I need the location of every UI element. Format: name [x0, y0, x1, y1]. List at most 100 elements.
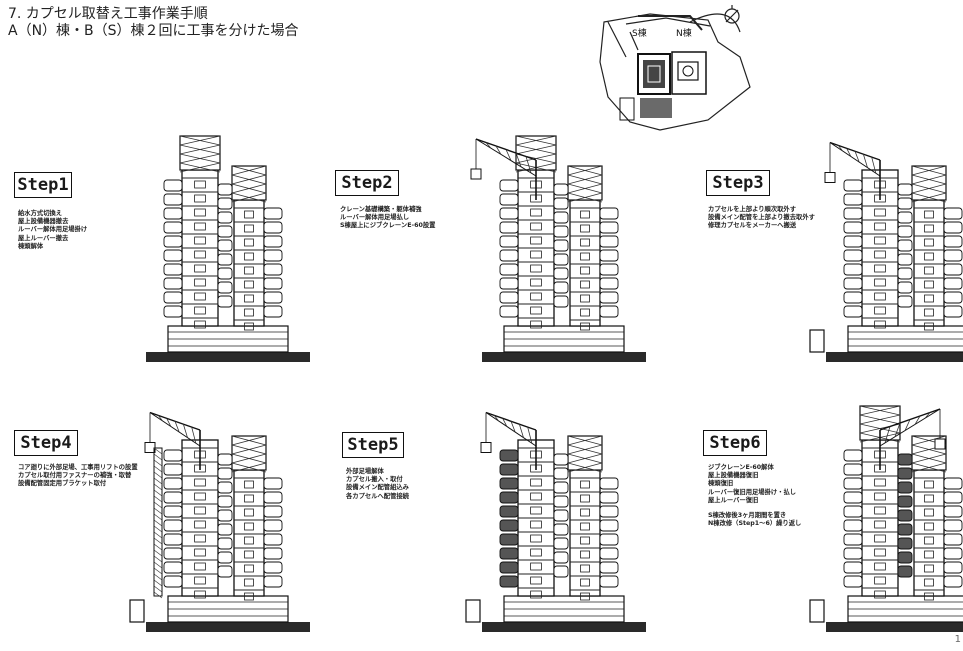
b1-tower-a-roof-brace: [179, 153, 221, 164]
b4-capsule: [217, 565, 233, 578]
note: 設備配管固定用ブラケット取付: [18, 480, 107, 488]
b4-scaffold-brace: [153, 495, 163, 503]
b1-tower-a-roof-brace: [179, 144, 221, 155]
b2-capsule: [599, 263, 619, 276]
b6-tower-b-window: [924, 592, 934, 601]
b5-tower-a-window: [530, 506, 542, 515]
b6-capsule: [897, 467, 913, 480]
b4-capsule: [217, 467, 233, 480]
b2-tower-a-window: [530, 222, 542, 231]
b3-capsule: [897, 197, 913, 210]
b6-tower-b-window: [924, 564, 934, 573]
b5-capsule: [499, 519, 519, 532]
b3-capsule: [843, 277, 863, 290]
b1-capsule: [263, 221, 283, 234]
b2-capsule: [599, 249, 619, 262]
b5-tower-b-roof-brace: [567, 453, 603, 464]
b3-tower-b-window: [924, 252, 934, 261]
b5-tower-b-window: [580, 564, 590, 573]
b6-capsule: [843, 533, 863, 546]
note: 屋上ルーバー撤去: [18, 234, 69, 242]
note: S棟改修後3ヶ月期間を置き: [708, 512, 787, 520]
b6-capsule: [943, 491, 963, 504]
b3-capsule: [897, 211, 913, 224]
b6-crane-hook-load: [934, 438, 946, 450]
b4-scaffold-brace: [153, 513, 163, 521]
b3-capsule: [897, 267, 913, 280]
step6-notes: ジブクレーンE-60解体 屋上設備機器復旧 棟頭復旧 ルーバー復旧用足場掛け・払…: [708, 464, 801, 528]
b6-tower-b-roof-brace: [911, 462, 947, 473]
b6-tower-b-window: [924, 522, 934, 531]
note: カプセルを上部より順次取外す: [708, 206, 797, 213]
b6-tower-a-window: [874, 590, 886, 599]
b3-capsule: [897, 183, 913, 196]
b4-tower-a-window: [194, 576, 206, 585]
b5-capsule: [553, 509, 569, 522]
b4-scaffold-brace: [153, 459, 163, 467]
b5-tower-a-window: [530, 478, 542, 487]
b4-tower-a-window: [194, 478, 206, 487]
b5-capsule: [553, 453, 569, 466]
b5-capsule: [599, 547, 619, 560]
note: 外部足場解体: [346, 468, 384, 475]
b4-tower-b-window: [244, 564, 254, 573]
b3-tower-a-window: [874, 278, 886, 287]
b5-capsule: [553, 523, 569, 536]
step6-label: Step6: [703, 430, 767, 456]
b6-tower-a-window: [874, 548, 886, 557]
b4-capsule: [163, 533, 183, 546]
b6-capsule: [843, 547, 863, 560]
b3-tower-a-window: [874, 236, 886, 245]
b2-capsule: [553, 183, 569, 196]
b4-capsule: [217, 453, 233, 466]
b6-capsule: [943, 575, 963, 588]
b4-scaffold-brace: [153, 537, 163, 545]
b6-lift-cage: [809, 599, 825, 623]
b6-capsule: [943, 561, 963, 574]
b2-capsule: [599, 291, 619, 304]
b3-ground: [826, 352, 963, 362]
b5-capsule: [499, 575, 519, 588]
b1-tower-a-roof-brace: [179, 162, 221, 173]
b2-crane-lattice: [525, 156, 532, 174]
b6-capsule: [897, 523, 913, 536]
b6-tower-b-window: [924, 578, 934, 587]
b1-tower-b-window: [244, 308, 254, 317]
b2-capsule: [599, 277, 619, 290]
b3-capsule: [843, 249, 863, 262]
b6-capsule: [943, 533, 963, 546]
b3-capsule: [897, 253, 913, 266]
b3-capsule: [843, 207, 863, 220]
b3-crane-lattice: [838, 145, 843, 152]
b1-tower-b-roof-brace: [231, 174, 267, 185]
b5-capsule: [599, 519, 619, 532]
note: カプセル搬入・取付: [346, 476, 403, 484]
b6-crane-jib: [879, 408, 941, 447]
note: ルーバー解体用足場払し: [340, 214, 410, 222]
b6-tower-a-roof-brace: [859, 414, 901, 425]
b4-crane-lattice: [166, 418, 172, 427]
b5-capsule: [553, 467, 569, 480]
b2-crane-jib: [475, 138, 537, 177]
b1-tower-b-roof-brace: [231, 192, 267, 203]
b4-capsule: [163, 491, 183, 504]
b2-tower-a-roof-brace: [515, 144, 557, 155]
b5-capsule: [553, 565, 569, 578]
b2-capsule: [599, 305, 619, 318]
b6-ground: [826, 622, 963, 632]
b6-capsule: [897, 537, 913, 550]
b3-tower-a-window: [874, 306, 886, 315]
b4-scaffold-brace: [153, 489, 163, 497]
b5-capsule: [499, 463, 519, 476]
b6-tower-b-roof-brace: [911, 453, 947, 464]
b3-capsule: [843, 305, 863, 318]
b1-tower-a-window: [194, 208, 206, 217]
b2-capsule: [499, 305, 519, 318]
b2-tower-a-window: [530, 278, 542, 287]
b1-capsule: [217, 225, 233, 238]
b3-capsule: [943, 249, 963, 262]
b6-tower-a-window: [874, 492, 886, 501]
b3-capsule: [843, 291, 863, 304]
b2-tower-b-window: [580, 308, 590, 317]
